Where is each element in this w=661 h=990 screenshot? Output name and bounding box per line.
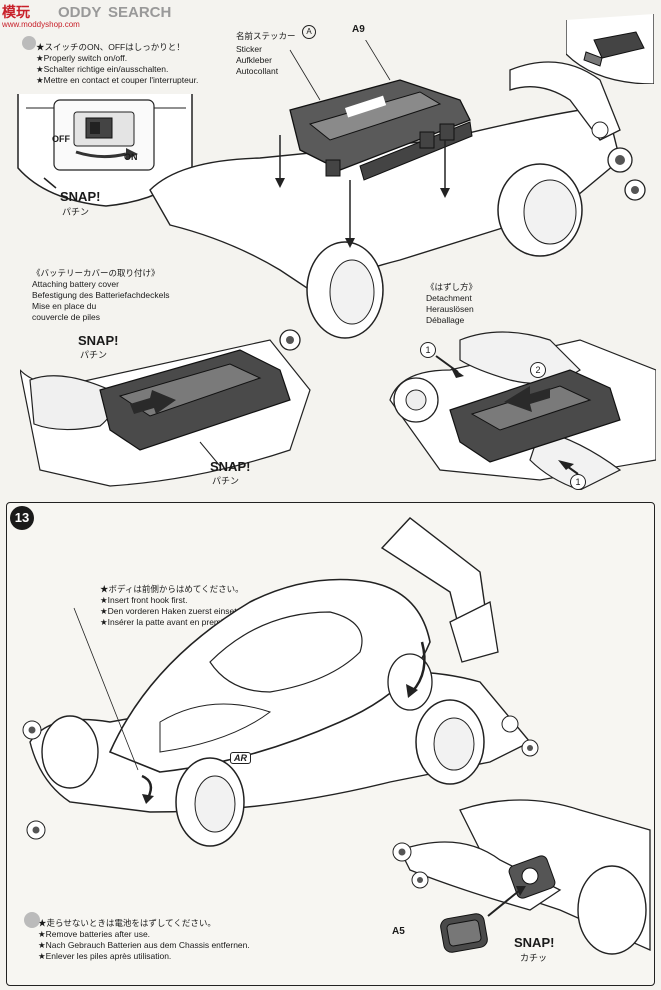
detach-step-2-circle: 2 <box>530 362 546 378</box>
detach-title-fr: Déballage <box>426 315 465 325</box>
chassis-figure <box>140 40 660 360</box>
part-a5-label: A5 <box>392 926 405 937</box>
body-notes: ★ボディは前側からはめてください。 ★Insert front hook fir… <box>100 584 253 628</box>
body-note-en: ★Insert front hook first. <box>100 595 188 605</box>
battery-note-jp: ★走らせないときは電池をはずしてください。 <box>38 918 216 928</box>
watermark-brand: ODDY <box>58 4 102 21</box>
switch-snap-text: SNAP! <box>60 189 101 204</box>
switch-on-label: ON <box>124 152 138 162</box>
attach-cover-notes: 《バッテリーカバーの取り付け》 Attaching battery cover … <box>32 268 170 323</box>
cap-snap-text: SNAP! <box>514 935 555 950</box>
sticker-label-fr: Autocollant <box>236 66 279 76</box>
switch-detail-figure: OFF ON <box>16 88 194 208</box>
detach-step-1b-circle: 1 <box>570 474 586 490</box>
attach-snap-1: SNAP! <box>78 333 119 348</box>
detach-figure <box>380 330 656 490</box>
body-note-fr: ★Insérer la patte avant en premier. <box>100 617 233 627</box>
ar-logo: AR <box>230 752 251 764</box>
battery-notes: ★走らせないときは電池をはずしてください。 ★Remove batteries … <box>24 912 250 962</box>
body-note-de: ★Den vorderen Haken zuerst einsetzen. <box>100 606 253 616</box>
attach-snap-2: SNAP! <box>210 459 251 474</box>
battery-note-en: ★Remove batteries after use. <box>38 929 151 939</box>
detach-title-en: Detachment <box>426 293 472 303</box>
battery-note-fr: ★Enlever les piles après utilisation. <box>38 951 172 961</box>
sticker-callout: 名前ステッカー A Sticker Aufkleber Autocollant <box>236 25 346 77</box>
switch-note-de: ★Schalter richtige ein/ausschalten. <box>36 64 169 74</box>
watermark-url: www.moddyshop.com <box>2 20 80 29</box>
sticker-label-en: Sticker <box>236 44 262 54</box>
attach-snap-1-jp: パチン <box>80 350 108 360</box>
switch-note-jp: ★スイッチのON、OFFはしっかりと！ <box>36 42 185 52</box>
body-note-jp: ★ボディは前側からはめてください。 <box>100 584 244 594</box>
car-body-figure <box>10 512 570 862</box>
sticker-ref-circle: A <box>302 25 316 39</box>
switch-note-fr: ★Mettre en contact et couper l'interrupt… <box>36 75 199 85</box>
watermark-search: SEARCH <box>108 4 172 21</box>
detach-notes: 《はずし方》 Detachment Herauslösen Déballage <box>426 282 477 326</box>
watermark-logo: 模玩 <box>2 4 30 20</box>
part-a9-label: A9 <box>352 24 365 35</box>
attach-cover-figure <box>20 330 320 490</box>
attach-title-jp: 《バッテリーカバーの取り付け》 <box>32 268 160 278</box>
attach-title-fr-1: Mise en place du <box>32 301 97 311</box>
cap-snap-jp: カチッ <box>520 953 548 963</box>
sticker-label-de: Aufkleber <box>236 55 272 65</box>
switch-note-en: ★Properly switch on/off. <box>36 53 128 63</box>
watermark: 模玩 ODDY SEARCH www.moddyshop.com <box>0 0 200 34</box>
sticker-label-jp: 名前ステッカー <box>236 31 296 41</box>
switch-off-label: OFF <box>52 134 70 144</box>
note-bullet-icon <box>24 912 40 928</box>
battery-note-de: ★Nach Gebrauch Batterien aus dem Chassis… <box>38 940 250 950</box>
rear-bumper-figure <box>380 790 656 980</box>
detach-title-de: Herauslösen <box>426 304 474 314</box>
note-bullet-icon <box>22 36 36 50</box>
attach-title-en: Attaching battery cover <box>32 279 119 289</box>
attach-title-de: Befestigung des Batteriefachdeckels <box>32 290 170 300</box>
detach-step-1-circle: 1 <box>420 342 436 358</box>
step-13-number: 13 <box>10 506 34 530</box>
attach-title-fr-2: couvercle de piles <box>32 312 101 322</box>
cover-inset-figure <box>566 14 654 84</box>
detach-title-jp: 《はずし方》 <box>426 282 478 292</box>
switch-snap-jp: パチン <box>62 207 90 217</box>
attach-snap-2-jp: パチン <box>212 476 240 486</box>
